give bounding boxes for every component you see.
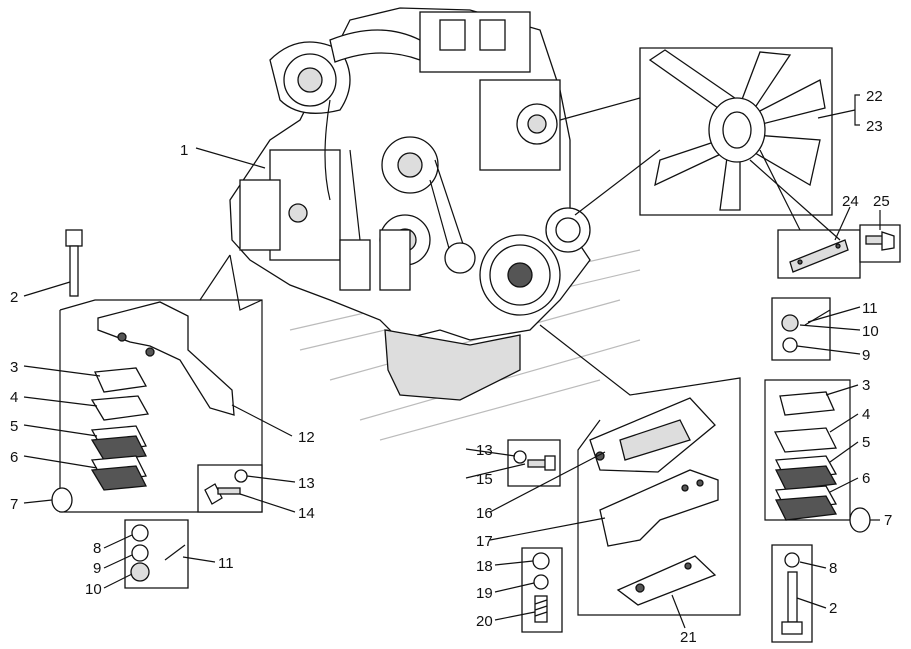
leader-lines — [23, 94, 881, 629]
nuts-8-9-10-box — [124, 519, 189, 589]
callout-6-left: 6 — [10, 449, 18, 466]
callout-7-left: 7 — [10, 496, 18, 513]
callout-13-right: 13 — [476, 442, 493, 459]
callout-24: 24 — [842, 193, 859, 210]
bolt-25 — [859, 224, 901, 263]
callout-14: 14 — [298, 505, 315, 522]
fan-detail-box — [639, 47, 833, 216]
engine-assembly — [229, 7, 591, 401]
callout-10-left: 10 — [85, 581, 102, 598]
callout-11-left: 11 — [218, 555, 234, 572]
callout-1: 1 — [180, 142, 188, 159]
callout-6-right: 6 — [862, 470, 870, 487]
nut-18-19-20-box — [521, 547, 563, 633]
bolt-13-14-box — [197, 464, 263, 513]
pads-left — [51, 367, 150, 513]
callout-21: 21 — [680, 629, 697, 646]
callout-13-left: 13 — [298, 475, 315, 492]
callout-22: 22 — [866, 88, 883, 105]
plate-24 — [777, 229, 861, 279]
bolt-2-right-box — [771, 544, 813, 643]
callout-8-left: 8 — [93, 540, 101, 557]
callout-8-right: 8 — [829, 560, 837, 577]
callout-2-left: 2 — [10, 289, 18, 306]
nuts-9-10-11-box — [771, 297, 831, 361]
callout-3-left: 3 — [10, 359, 18, 376]
callout-9-left: 9 — [93, 560, 101, 577]
callout-19: 19 — [476, 585, 493, 602]
callout-2-right: 2 — [829, 600, 837, 617]
callout-16: 16 — [476, 505, 493, 522]
bolt-2-left — [65, 229, 83, 297]
right-mount-stack-box — [764, 379, 871, 533]
bolt-13-15-box — [507, 439, 561, 487]
callout-labels: 1 2 3 4 5 6 7 8 9 10 11 12 13 14 13 15 1… — [10, 88, 892, 646]
callout-18: 18 — [476, 558, 493, 575]
callout-11-right: 11 — [862, 300, 878, 317]
callout-5-left: 5 — [10, 418, 18, 435]
callout-7-right: 7 — [884, 512, 892, 529]
fan-blades — [648, 49, 826, 211]
callout-17: 17 — [476, 533, 493, 550]
callout-25: 25 — [873, 193, 890, 210]
callout-10-right: 10 — [862, 323, 879, 340]
callout-4-right: 4 — [862, 406, 870, 423]
callout-4-left: 4 — [10, 389, 18, 406]
callout-15: 15 — [476, 471, 493, 488]
callout-12: 12 — [298, 429, 315, 446]
callout-23: 23 — [866, 118, 883, 135]
callout-5-right: 5 — [862, 434, 870, 451]
right-lower-mount-box — [539, 324, 741, 616]
left-mount-box — [59, 254, 263, 513]
callout-20: 20 — [476, 613, 493, 630]
callout-9-right: 9 — [862, 347, 870, 364]
callout-3-right: 3 — [862, 377, 870, 394]
